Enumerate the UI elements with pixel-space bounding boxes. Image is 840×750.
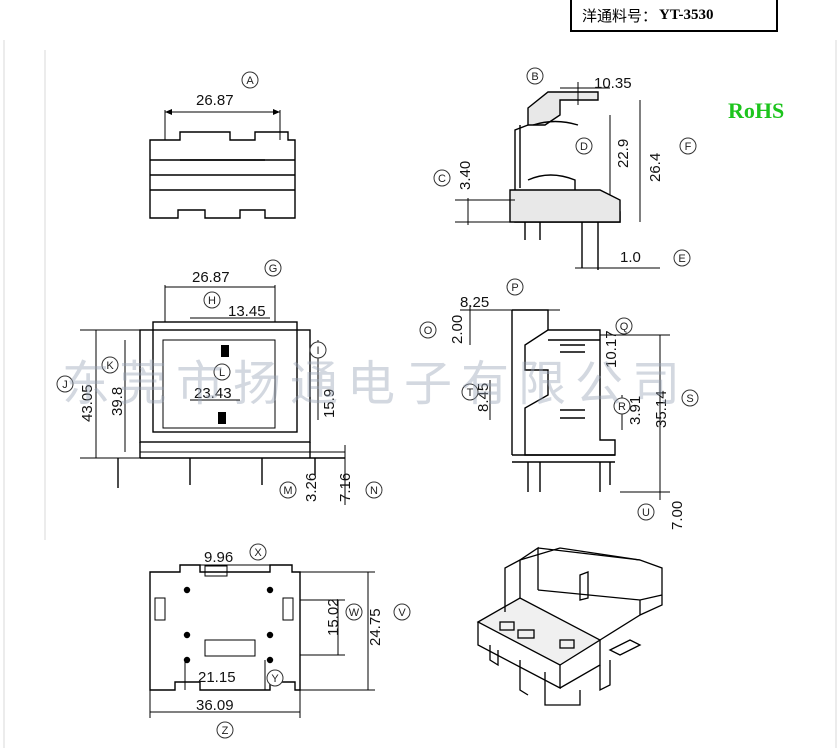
dim-Y: 21.15 [198, 669, 236, 686]
dim-X: 9.96 [204, 549, 233, 566]
svg-text:H: H [208, 295, 216, 307]
callout-U: U [637, 503, 655, 521]
svg-text:E: E [678, 253, 685, 265]
callout-V: V [393, 603, 411, 621]
callout-K: K [101, 356, 119, 374]
callout-P: P [506, 278, 524, 296]
callout-L: L [213, 363, 231, 381]
dim-O: 2.00 [449, 315, 466, 344]
dim-L: 23.43 [194, 385, 232, 402]
svg-text:D: D [580, 141, 588, 153]
dim-V: 24.75 [367, 608, 384, 646]
dim-H: 13.45 [228, 303, 266, 320]
svg-text:F: F [685, 141, 692, 153]
svg-text:J: J [62, 379, 68, 391]
svg-text:A: A [246, 75, 254, 87]
svg-text:C: C [438, 173, 446, 185]
callout-F: F [679, 137, 697, 155]
svg-text:O: O [424, 325, 433, 337]
callout-Y: Y [266, 669, 284, 687]
svg-text:V: V [398, 607, 406, 619]
svg-text:Y: Y [271, 673, 279, 685]
part-number-label: 洋通料号： [582, 8, 658, 25]
callout-H: H [203, 291, 221, 309]
callout-R: R [613, 397, 631, 415]
rohs-badge: RoHS [728, 98, 785, 123]
dim-M: 3.26 [303, 473, 320, 502]
svg-text:N: N [370, 485, 378, 497]
svg-text:G: G [269, 263, 278, 275]
svg-text:W: W [349, 607, 360, 619]
part-number-code: YT-3530 [659, 6, 714, 23]
callout-Z: Z [216, 721, 234, 739]
callout-Q: Q [615, 317, 633, 335]
svg-text:K: K [106, 360, 114, 372]
callout-T: T [461, 383, 479, 401]
dim-T: 8.45 [475, 383, 492, 412]
callout-E: E [673, 249, 691, 267]
svg-text:R: R [618, 401, 626, 413]
dim-F: 26.4 [647, 153, 664, 182]
part-number-box: 洋通料号： YT-3530 [570, 0, 778, 32]
dim-D: 22.9 [615, 139, 632, 168]
svg-text:B: B [531, 71, 538, 83]
dim-I: 15.9 [321, 389, 338, 418]
front-view [80, 285, 346, 505]
dim-K: 39.8 [109, 387, 126, 416]
right-view [460, 305, 670, 500]
callout-I: I [309, 341, 327, 359]
front-view-windows [218, 345, 229, 424]
frame-lines [3, 40, 837, 748]
callout-O: O [419, 321, 437, 339]
callout-B: B [526, 67, 544, 85]
callout-A: A [241, 71, 259, 89]
bottom-view [149, 564, 375, 718]
dim-B: 10.35 [594, 75, 632, 92]
callout-D: D [575, 137, 593, 155]
svg-text:L: L [219, 367, 225, 379]
dim-Q: 10.17 [603, 330, 620, 368]
svg-text:I: I [316, 345, 319, 357]
callout-M: M [279, 481, 297, 499]
dim-W: 15.02 [325, 598, 342, 636]
callout-X: X [249, 543, 267, 561]
svg-text:M: M [283, 485, 292, 497]
dim-C: 3.40 [457, 161, 474, 190]
svg-text:U: U [642, 507, 650, 519]
svg-text:S: S [686, 393, 693, 405]
dim-Z: 36.09 [196, 697, 234, 714]
svg-text:Z: Z [222, 725, 229, 737]
callout-S: S [681, 389, 699, 407]
callout-W: W [345, 603, 363, 621]
company-watermark: 东莞市扬通电子有限公司 [62, 356, 689, 412]
svg-text:P: P [511, 282, 518, 294]
dim-N: 7.16 [337, 473, 354, 502]
callout-J: J [56, 375, 74, 393]
dim-A: 26.87 [196, 92, 234, 109]
dim-E: 1.0 [620, 249, 641, 266]
svg-text:Q: Q [620, 321, 629, 333]
callout-C: C [433, 169, 451, 187]
side-view [455, 82, 660, 270]
dim-G: 26.87 [192, 269, 230, 286]
dim-S: 35.14 [653, 390, 670, 428]
svg-text:X: X [254, 547, 262, 559]
dim-U: 7.00 [669, 501, 686, 530]
dim-P: 8.25 [460, 294, 489, 311]
callout-G: G [264, 259, 282, 277]
dim-J: 43.05 [79, 384, 96, 422]
callout-N: N [365, 481, 383, 499]
top-view [149, 109, 296, 219]
svg-text:T: T [467, 387, 474, 399]
dim-R: 3.91 [627, 396, 644, 425]
isometric-view [476, 546, 663, 706]
